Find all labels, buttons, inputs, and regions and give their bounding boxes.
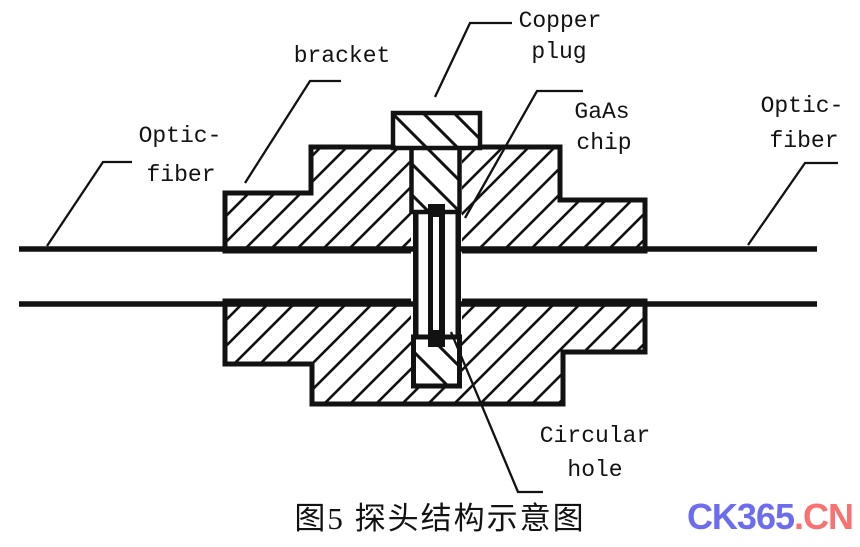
label-gaas-chip-line1: GaAs [574, 99, 629, 125]
leader-gaas-chip [463, 89, 583, 219]
gaas-chip-shape [428, 204, 445, 347]
label-circular-hole-line2: hole [567, 457, 622, 483]
leader-optic-fiber-left [46, 160, 132, 247]
copper-plug-head [390, 110, 483, 151]
labels: Optic- fiber bracket Copper plug GaAs ch… [139, 8, 844, 483]
watermark: CK365.CN [687, 496, 853, 537]
label-gaas-chip-line2: chip [576, 130, 631, 156]
leader-lines [46, 21, 838, 494]
leader-optic-fiber-right [747, 161, 838, 246]
copper-plug-shank [409, 143, 462, 215]
hole-wall-left [413, 150, 419, 387]
leader-bracket [244, 79, 341, 184]
figure-caption: 图5 探头结构示意图 [294, 501, 585, 536]
label-copper-plug-line2: plug [531, 39, 586, 65]
label-optic-fiber-left-line2: fiber [146, 162, 215, 188]
leader-circular-hole [449, 331, 543, 494]
label-optic-fiber-right-line1: Optic- [761, 93, 844, 119]
label-optic-fiber-left-line1: Optic- [139, 123, 222, 149]
label-copper-plug-line1: Copper [519, 8, 602, 34]
gaas-chip-slit [433, 217, 439, 330]
leader-copper-plug [433, 21, 512, 98]
label-optic-fiber-right-line2: fiber [769, 128, 838, 154]
watermark-blue-part: CK365 [687, 496, 795, 537]
label-circular-hole-line1: Circular [540, 423, 650, 449]
optic-fiber-lines [19, 246, 817, 307]
label-bracket: bracket [294, 43, 391, 69]
watermark-red-part: .CN [794, 496, 853, 537]
hole-wall-right [455, 150, 461, 387]
copper-plug-shape [390, 110, 483, 215]
